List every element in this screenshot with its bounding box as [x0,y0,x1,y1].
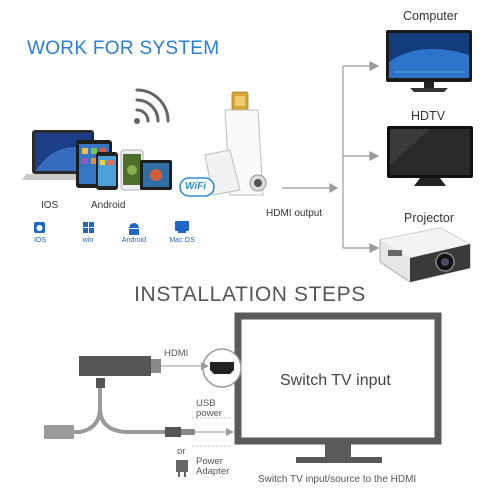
power-adapter-label: Power Adapter [196,457,229,477]
installation-steps-title: INSTALLATION STEPS [134,283,366,306]
installation-dongle [79,356,209,376]
projector-label: Projector [404,211,455,225]
arrow-to-computer [369,61,380,71]
os-badge-ios: IOS [33,237,47,244]
small-tablet-device [140,160,172,190]
android-phone-white-device [120,149,144,191]
android-label: Android [91,200,126,211]
windows-os-icon [83,222,94,233]
wifi-dongle-device [204,91,267,196]
arrow-to-hdtv [369,151,380,161]
power-adapter-line-1: Power [196,456,223,467]
ios-label: IOS [41,200,59,211]
or-label: or [177,446,186,457]
wifi-badge-icon [179,177,215,197]
os-badge-macos: Mac OS [169,237,195,244]
usb-power-label: USB power [196,399,222,419]
os-badge-android: Android [121,237,147,244]
wifi-badge-label: WiFi [185,181,207,192]
work-for-system-title: WORK FOR SYSTEM [27,38,220,59]
os-badge-win: win [82,237,94,244]
computer-label: Computer [403,9,458,23]
hdtv-label: HDTV [411,109,446,123]
installation-tv [234,312,442,463]
wifi-signal-icon [134,88,170,124]
arrow-to-hub [329,182,339,194]
computer-monitor-device [386,30,472,92]
power-adapter-icon [176,460,188,477]
ios-os-icon [34,222,45,233]
projector-device [379,227,471,283]
hdmi-output-label: HDMI output [266,208,323,219]
hdmi-port-icon [202,348,242,388]
power-adapter-line-2: Adapter [196,466,230,477]
hdmi-label: HDMI [164,348,189,359]
usb-cable [44,378,234,447]
usb-power-line-1: USB [196,398,216,409]
usb-power-line-2: power [196,408,222,419]
macos-os-icon [175,221,189,233]
hdtv-device [387,126,473,186]
installation-caption: Switch TV input/source to the HDMI [258,474,417,485]
android-os-icon [129,223,139,235]
arrow-to-projector [369,243,380,253]
output-connectors [282,61,380,253]
tv-screen-text: Switch TV input [280,372,391,389]
android-phone-device [96,152,118,190]
